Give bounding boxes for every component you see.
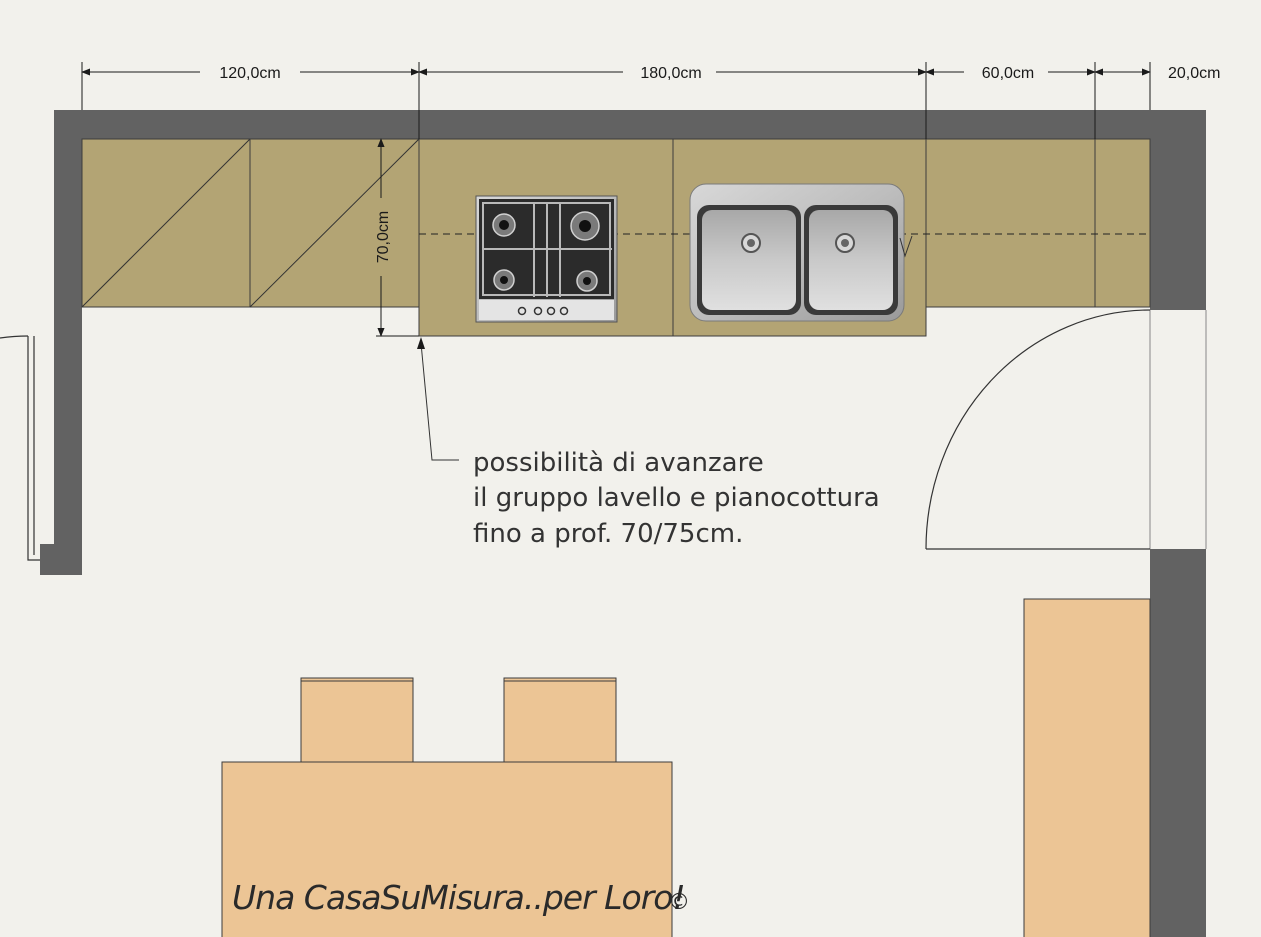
note-line-2: il gruppo lavello e pianocottura — [473, 483, 880, 513]
wall-left — [54, 110, 82, 554]
walls — [40, 110, 1206, 937]
dimension-depth-70: 70,0cm — [375, 211, 392, 263]
dimension-180: 180,0cm — [640, 65, 701, 82]
note-line-3: fino a prof. 70/75cm. — [473, 519, 743, 549]
wall-right-upper — [1150, 110, 1206, 310]
door-swing — [925, 309, 1207, 550]
copyright-symbol: © — [668, 890, 689, 915]
chair-2 — [503, 677, 617, 763]
note-arrowhead — [417, 337, 425, 349]
wall-top — [54, 110, 1206, 139]
counter-right-2 — [1094, 138, 1151, 308]
double-sink — [689, 183, 905, 322]
dining-table — [221, 761, 673, 937]
chair-1 — [300, 677, 414, 763]
note-leader — [420, 342, 459, 461]
wall-right-lower — [1150, 549, 1206, 937]
counter-right-1 — [925, 138, 1096, 308]
note-line-1: possibilità di avanzare — [473, 448, 764, 478]
dimension-lines — [81, 62, 1151, 337]
dimension-120: 120,0cm — [219, 65, 280, 82]
brand-watermark: Una CasaSuMisura..per Loro! — [232, 878, 685, 917]
side-cabinet — [1023, 598, 1151, 937]
dimension-20: 20,0cm — [1168, 65, 1220, 82]
left-door-frame — [0, 335, 40, 561]
gas-hob — [475, 195, 618, 323]
dining-set — [221, 677, 673, 937]
counter-mark — [899, 235, 913, 258]
dimension-60: 60,0cm — [982, 65, 1034, 82]
wall-left-return — [40, 544, 82, 575]
